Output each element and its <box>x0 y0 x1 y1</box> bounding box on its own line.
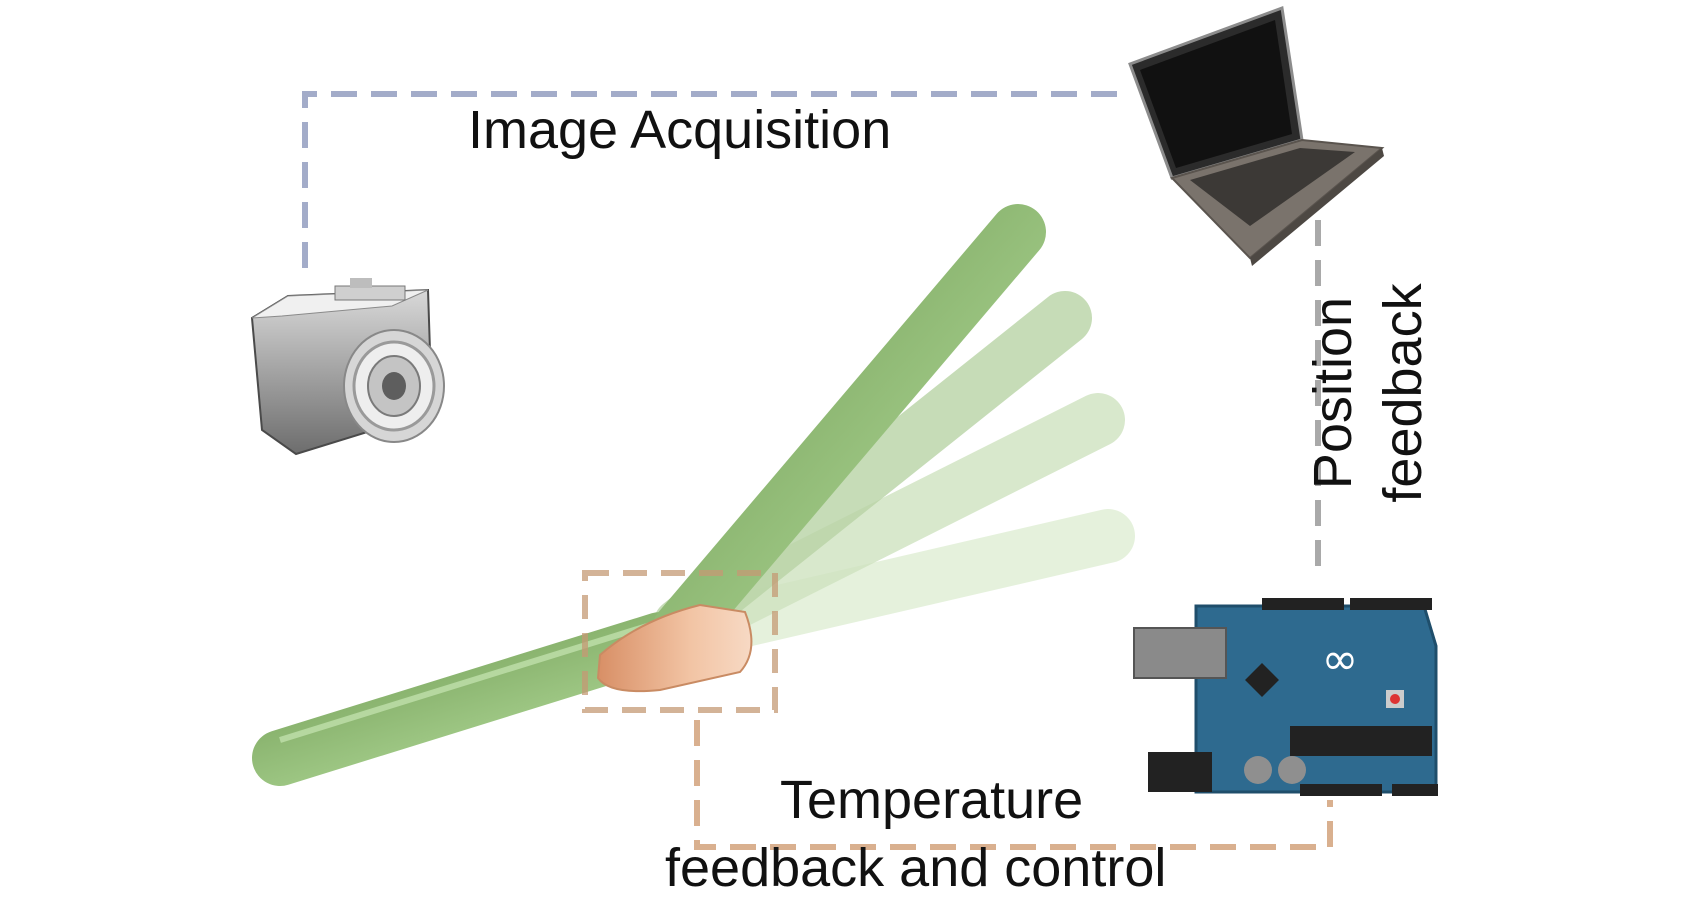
image-acquisition-link <box>302 91 1130 268</box>
beam-main <box>252 204 1046 786</box>
image-acquisition-label: Image Acquisition <box>468 100 892 160</box>
board-logo: ∞ <box>1322 634 1359 685</box>
laptop-icon <box>1128 5 1385 266</box>
temperature-label-line2: feedback and control <box>665 838 1167 898</box>
heater-highlight-box <box>582 570 778 713</box>
position-feedback-line1: Position <box>1303 296 1363 490</box>
position-feedback-line2: feedback <box>1373 283 1433 503</box>
temperature-label-line1: Temperature <box>780 770 1084 830</box>
camera-icon <box>250 278 445 456</box>
microcontroller-board: ∞ <box>1133 598 1438 796</box>
heater-segment <box>596 603 753 693</box>
position-feedback-label: Position feedback <box>1298 283 1438 502</box>
temperature-control-link <box>694 720 1333 850</box>
